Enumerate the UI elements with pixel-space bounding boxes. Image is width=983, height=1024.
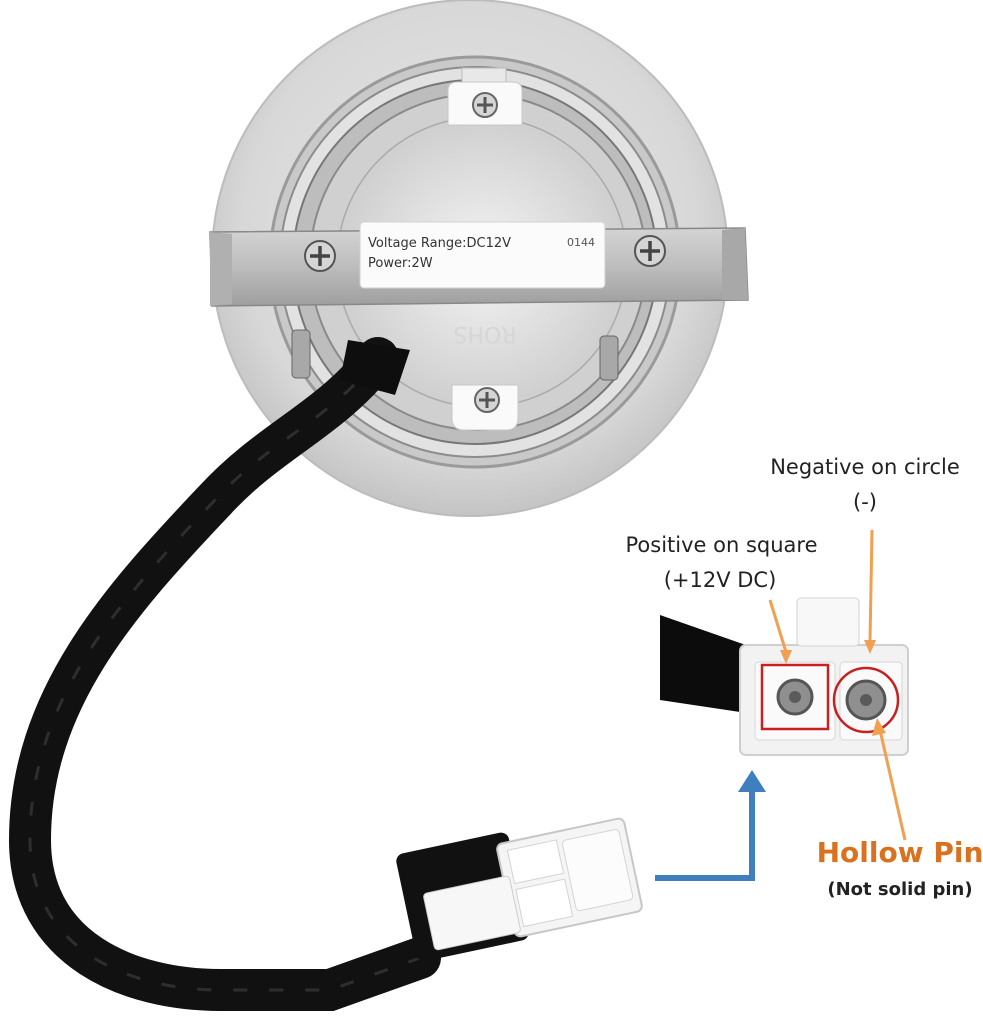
screw-icon bbox=[304, 240, 336, 272]
circle-highlight bbox=[832, 666, 900, 734]
screw-icon bbox=[472, 92, 498, 118]
annotation-pointers bbox=[768, 529, 907, 841]
not-solid-pin-label: (Not solid pin) bbox=[827, 879, 973, 900]
positive-label-value: (+12V DC) bbox=[663, 568, 777, 592]
left-spring-clip bbox=[291, 329, 311, 379]
hollow-pin-label: Hollow Pin bbox=[816, 836, 983, 869]
spec-code: 0144 bbox=[567, 236, 595, 249]
square-highlight bbox=[760, 663, 830, 731]
rohs-mark: ROHS bbox=[453, 321, 516, 346]
power-cable bbox=[8, 337, 441, 1011]
negative-label-value: (-) bbox=[853, 490, 877, 514]
cable-connector bbox=[396, 817, 643, 962]
spec-power: Power:2W bbox=[368, 256, 433, 271]
positive-label-title: Positive on square bbox=[625, 533, 818, 557]
screw-icon bbox=[474, 387, 500, 413]
spec-voltage: Voltage Range:DC12V bbox=[368, 236, 511, 251]
negative-label-title: Negative on circle bbox=[770, 455, 960, 479]
right-spring-clip bbox=[599, 335, 619, 381]
connector-closeup bbox=[660, 597, 909, 756]
spec-label: Voltage Range:DC12V Power:2W 0144 bbox=[359, 221, 606, 289]
arrow-icon bbox=[655, 770, 766, 881]
screw-icon bbox=[634, 235, 666, 267]
